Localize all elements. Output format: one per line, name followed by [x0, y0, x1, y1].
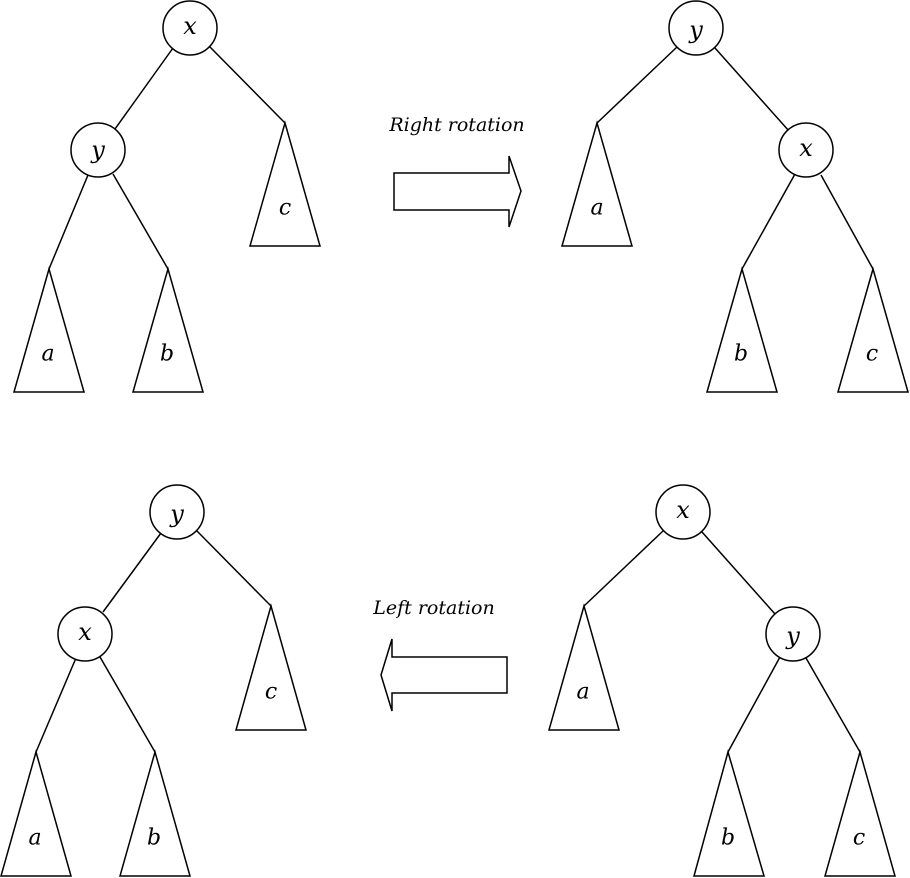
subtree-c: [824, 749, 896, 877]
right-arrow-icon: [393, 155, 522, 228]
edge-root-to-child: [114, 47, 174, 130]
node-root-label: y: [688, 16, 703, 44]
edge-root-to-child: [714, 47, 790, 132]
node-child-label: y: [90, 136, 105, 164]
left-rotation-caption: Left rotation: [372, 597, 494, 619]
subtree-b-label: b: [160, 342, 174, 367]
node-child-label: x: [78, 618, 92, 646]
subtree-b: [119, 749, 191, 877]
edge-root-to-subtree-c: [208, 45, 286, 124]
node-child: [778, 122, 834, 178]
node-child: [70, 122, 126, 178]
node-child-label: y: [785, 622, 800, 650]
node-child-label: x: [799, 134, 813, 162]
subtree-a-label: a: [28, 826, 41, 851]
subtree-a-label: a: [590, 196, 603, 221]
subtree-c-label: c: [265, 680, 277, 705]
right-rotation-caption: Right rotation: [388, 114, 524, 136]
subtree-c-label: c: [279, 196, 291, 221]
edge-root-to-subtree-a: [596, 46, 678, 124]
edge-child-to-subtree-c: [820, 174, 874, 270]
edge-child-to-subtree-a: [35, 657, 77, 753]
subtree-a: [548, 603, 620, 731]
subtree-c: [235, 603, 307, 731]
edge-child-to-subtree-b: [99, 656, 156, 753]
tree-before-left-rotation: x y a b c: [548, 484, 896, 877]
edge-child-to-subtree-b: [741, 173, 796, 270]
tree-after-right-rotation: y x a b c: [561, 0, 909, 393]
subtree-a-label: a: [576, 680, 589, 705]
node-root-label: x: [183, 12, 197, 40]
subtree-a: [561, 120, 633, 247]
subtree-b-label: b: [734, 342, 748, 367]
node-child: [765, 606, 821, 662]
edge-child-to-subtree-b: [112, 173, 169, 270]
subtree-a: [0, 749, 72, 877]
subtree-c-label: c: [853, 826, 865, 851]
node-root: [668, 0, 724, 56]
subtree-b-label: b: [721, 826, 735, 851]
edge-child-to-subtree-b: [727, 656, 781, 753]
subtree-a-label: a: [41, 342, 54, 367]
node-root: [149, 484, 205, 540]
node-root-label: x: [676, 496, 690, 524]
node-root: [162, 0, 218, 56]
edge-root-to-child: [102, 532, 162, 613]
subtree-b: [693, 749, 765, 877]
tree-before-right-rotation: x y c a b: [13, 0, 321, 393]
edge-child-to-subtree-c: [805, 657, 861, 753]
subtree-c: [837, 266, 909, 393]
left-arrow-icon: [380, 638, 508, 712]
subtree-c-label: c: [866, 342, 878, 367]
node-root: [655, 484, 711, 540]
edge-child-to-subtree-a: [48, 174, 89, 270]
node-child: [57, 606, 113, 662]
subtree-a: [13, 266, 85, 393]
edge-root-to-subtree-c: [195, 529, 272, 607]
node-root-label: y: [169, 500, 184, 528]
tree-after-left-rotation: y x c a b: [0, 484, 307, 877]
subtree-b: [706, 266, 778, 393]
subtree-b: [132, 266, 204, 393]
subtree-c: [249, 120, 321, 247]
subtree-b-label: b: [147, 826, 161, 851]
edge-root-to-child: [701, 531, 776, 615]
edge-root-to-subtree-a: [583, 530, 664, 607]
